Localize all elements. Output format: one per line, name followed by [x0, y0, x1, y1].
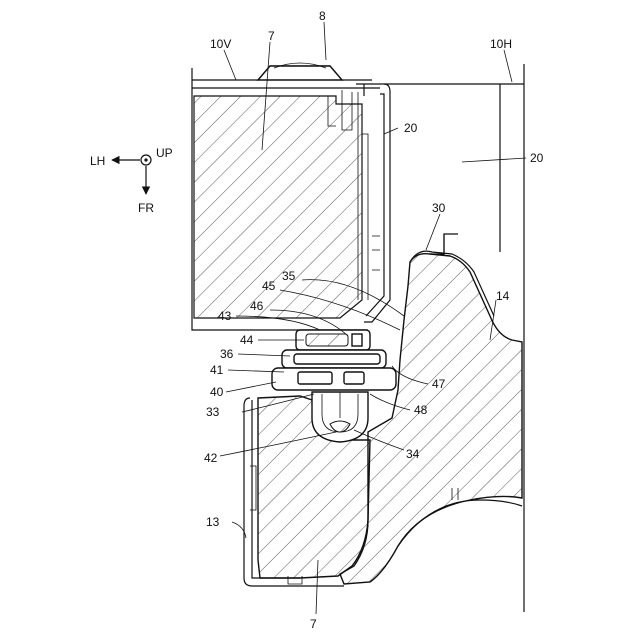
label-47: 47	[432, 377, 446, 391]
label-7-bottom: 7	[310, 617, 317, 631]
label-45: 45	[262, 279, 276, 293]
label-46: 46	[250, 299, 264, 313]
label-20-b: 20	[530, 151, 544, 165]
label-up: UP	[156, 146, 173, 160]
label-8: 8	[319, 9, 326, 23]
label-10v: 10V	[210, 37, 231, 51]
label-42: 42	[204, 451, 218, 465]
label-14: 14	[496, 289, 510, 303]
label-10h: 10H	[490, 37, 512, 51]
label-13: 13	[206, 515, 220, 529]
label-48: 48	[414, 403, 428, 417]
label-44: 44	[240, 333, 254, 347]
upper-panel	[192, 66, 380, 330]
label-41: 41	[210, 363, 224, 377]
top-cap	[258, 63, 342, 80]
label-30: 30	[432, 201, 446, 215]
label-35: 35	[282, 269, 296, 283]
label-20-a: 20	[404, 121, 418, 135]
label-33: 33	[206, 405, 220, 419]
label-34: 34	[406, 447, 420, 461]
label-lh: LH	[90, 154, 105, 168]
label-36: 36	[220, 347, 234, 361]
orientation-indicator	[112, 155, 151, 194]
label-fr: FR	[138, 201, 154, 215]
label-7-top: 7	[268, 29, 275, 43]
label-43: 43	[218, 309, 232, 323]
label-40: 40	[210, 385, 224, 399]
